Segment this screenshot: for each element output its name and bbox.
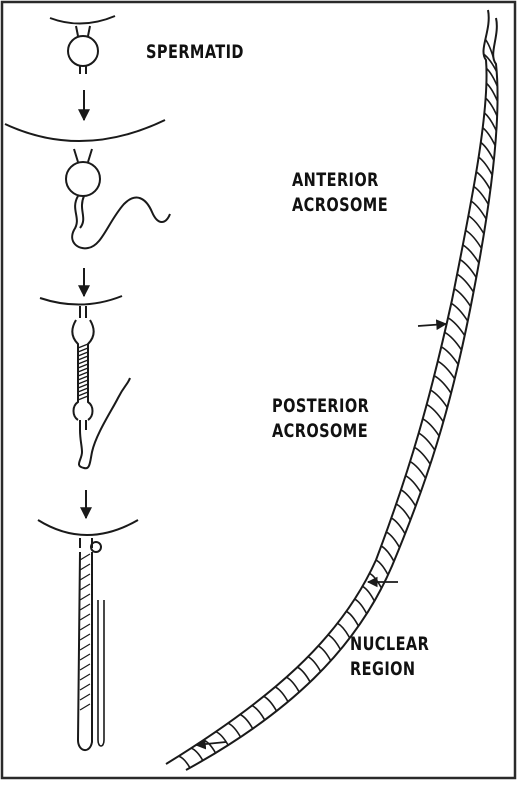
label-anterior-acrosome: ANTERIOR ACROSOME — [292, 168, 388, 218]
label-nuclear-region: NUCLEAR REGION — [350, 632, 429, 682]
label-spermatid-text: SPERMATID — [146, 40, 244, 65]
label-posterior-acrosome: POSTERIOR ACROSOME — [272, 394, 369, 444]
label-line: ACROSOME — [272, 419, 369, 444]
label-line: REGION — [350, 657, 429, 682]
label-line: ANTERIOR — [292, 168, 388, 193]
label-spermatid: SPERMATID — [146, 40, 244, 65]
label-line: POSTERIOR — [272, 394, 369, 419]
label-line: NUCLEAR — [350, 632, 429, 657]
label-line: ACROSOME — [292, 193, 388, 218]
